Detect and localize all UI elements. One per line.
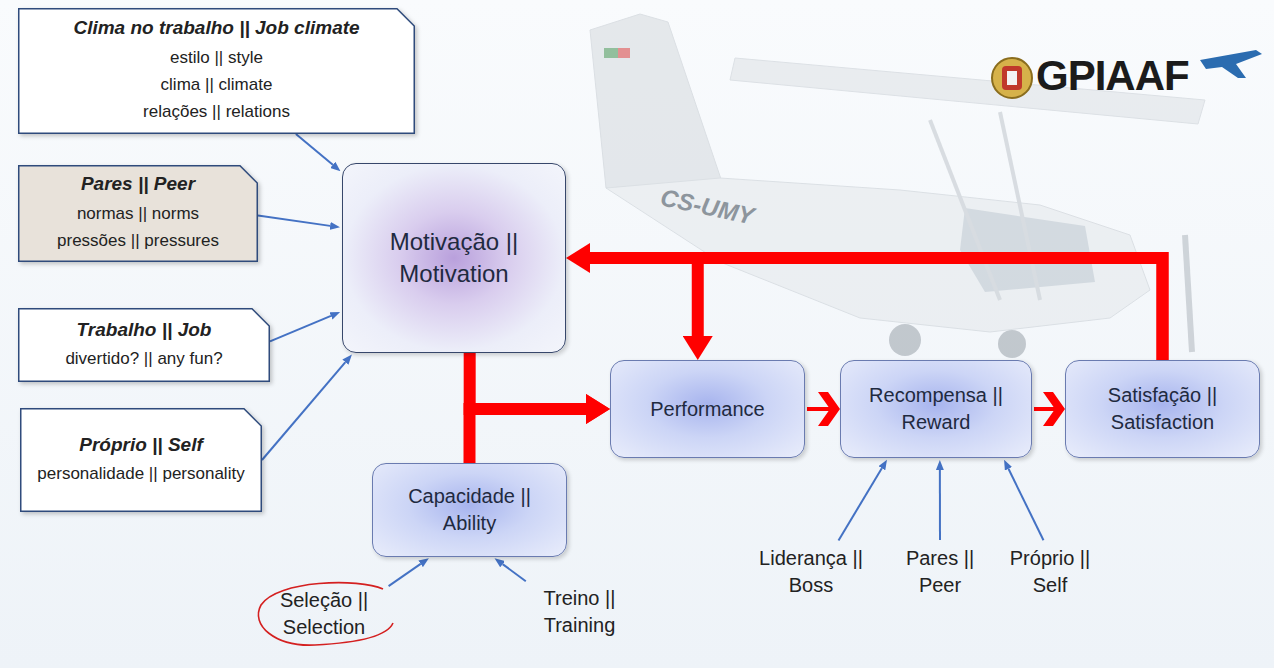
box-text: Seleção || Selection [255, 587, 393, 641]
logo-crest [992, 58, 1032, 98]
box-text: pressões || pressures [57, 227, 219, 254]
input-label: Pares || Peer [892, 543, 988, 601]
chevron-arrow [807, 407, 830, 411]
flag-red [618, 48, 630, 58]
factor-box: Próprio || Selfpersonalidade || personal… [20, 408, 262, 512]
box-text: normas || norms [77, 200, 199, 227]
flow-arrow [590, 258, 1163, 360]
crest-shield [1002, 66, 1022, 90]
wing-strut [930, 120, 1000, 300]
box-outline-shape [19, 166, 258, 262]
box-text: Liderança || Boss [752, 545, 870, 599]
influence-arrow [503, 564, 526, 581]
flag-green [604, 48, 618, 58]
influence-arrow [270, 316, 331, 341]
box-heading: Próprio || Self [79, 433, 203, 458]
box-heading: Pares || Peer [81, 172, 195, 197]
logo-text: GPIAAF [1036, 52, 1189, 100]
box-text: Pares || Peer [892, 545, 988, 599]
aircraft-registration: CS-UMY [658, 183, 756, 230]
wheel [889, 324, 921, 356]
box-text: Capacidade || Ability [385, 483, 554, 537]
crest-inner [1007, 71, 1017, 85]
box-text: Motivação || Motivation [355, 226, 553, 291]
box-outline [20, 408, 262, 512]
factor-box: Trabalho || Jobdivertido? || any fun? [18, 308, 270, 382]
aircraft-illustration [590, 14, 1205, 358]
flow-arrow [698, 258, 1163, 360]
box-text: estilo || style [170, 44, 263, 71]
box-outline-shape [19, 309, 270, 382]
influence-arrow [839, 468, 882, 540]
influence-arrow [1008, 469, 1043, 541]
propeller [1185, 235, 1192, 352]
box-text: Performance [650, 396, 765, 423]
box-text: Treino || Training [512, 585, 647, 639]
box-text: divertido? || any fun? [65, 345, 222, 372]
chevron-arrow [1034, 407, 1055, 411]
process-box: Recompensa || Reward [840, 360, 1032, 458]
process-box: Motivação || Motivation [342, 163, 566, 353]
factor-box: Clima no trabalho || Job climate estilo |… [18, 8, 415, 134]
factor-box: Pares || Peer normas || normspressões || … [18, 165, 258, 262]
wing-strut [1000, 112, 1040, 300]
influence-arrow [262, 362, 345, 460]
box-heading: Trabalho || Job [77, 318, 212, 343]
box-text: Satisfação || Satisfaction [1078, 382, 1247, 436]
box-text: relações || relations [143, 98, 290, 125]
input-label: Seleção || Selection [255, 585, 393, 643]
input-label: Próprio || Self [998, 543, 1102, 601]
box-outline-shape [21, 409, 262, 512]
wheel [998, 330, 1026, 358]
box-text: Próprio || Self [998, 545, 1102, 599]
process-box: Capacidade || Ability [372, 463, 567, 557]
box-heading: Clima no trabalho || Job climate [73, 16, 359, 41]
crest-ring [992, 58, 1032, 98]
influence-arrow [296, 134, 333, 165]
tail-fin [590, 14, 722, 188]
input-label: Treino || Training [512, 583, 647, 641]
box-text: personalidade || personality [37, 460, 244, 487]
process-box: Performance [610, 360, 805, 458]
flow-arrow [470, 353, 586, 409]
flow-arrow [470, 409, 587, 463]
input-label: Liderança || Boss [752, 543, 870, 601]
box-outline-shape [19, 9, 415, 134]
box-text: Recompensa || Reward [853, 382, 1019, 436]
logo-plane [1200, 50, 1262, 78]
box-text: clima || climate [161, 71, 273, 98]
process-box: Satisfação || Satisfaction [1065, 360, 1260, 458]
influence-arrow [389, 564, 421, 586]
influence-arrow [939, 470, 941, 540]
influence-arrow [258, 215, 330, 225]
